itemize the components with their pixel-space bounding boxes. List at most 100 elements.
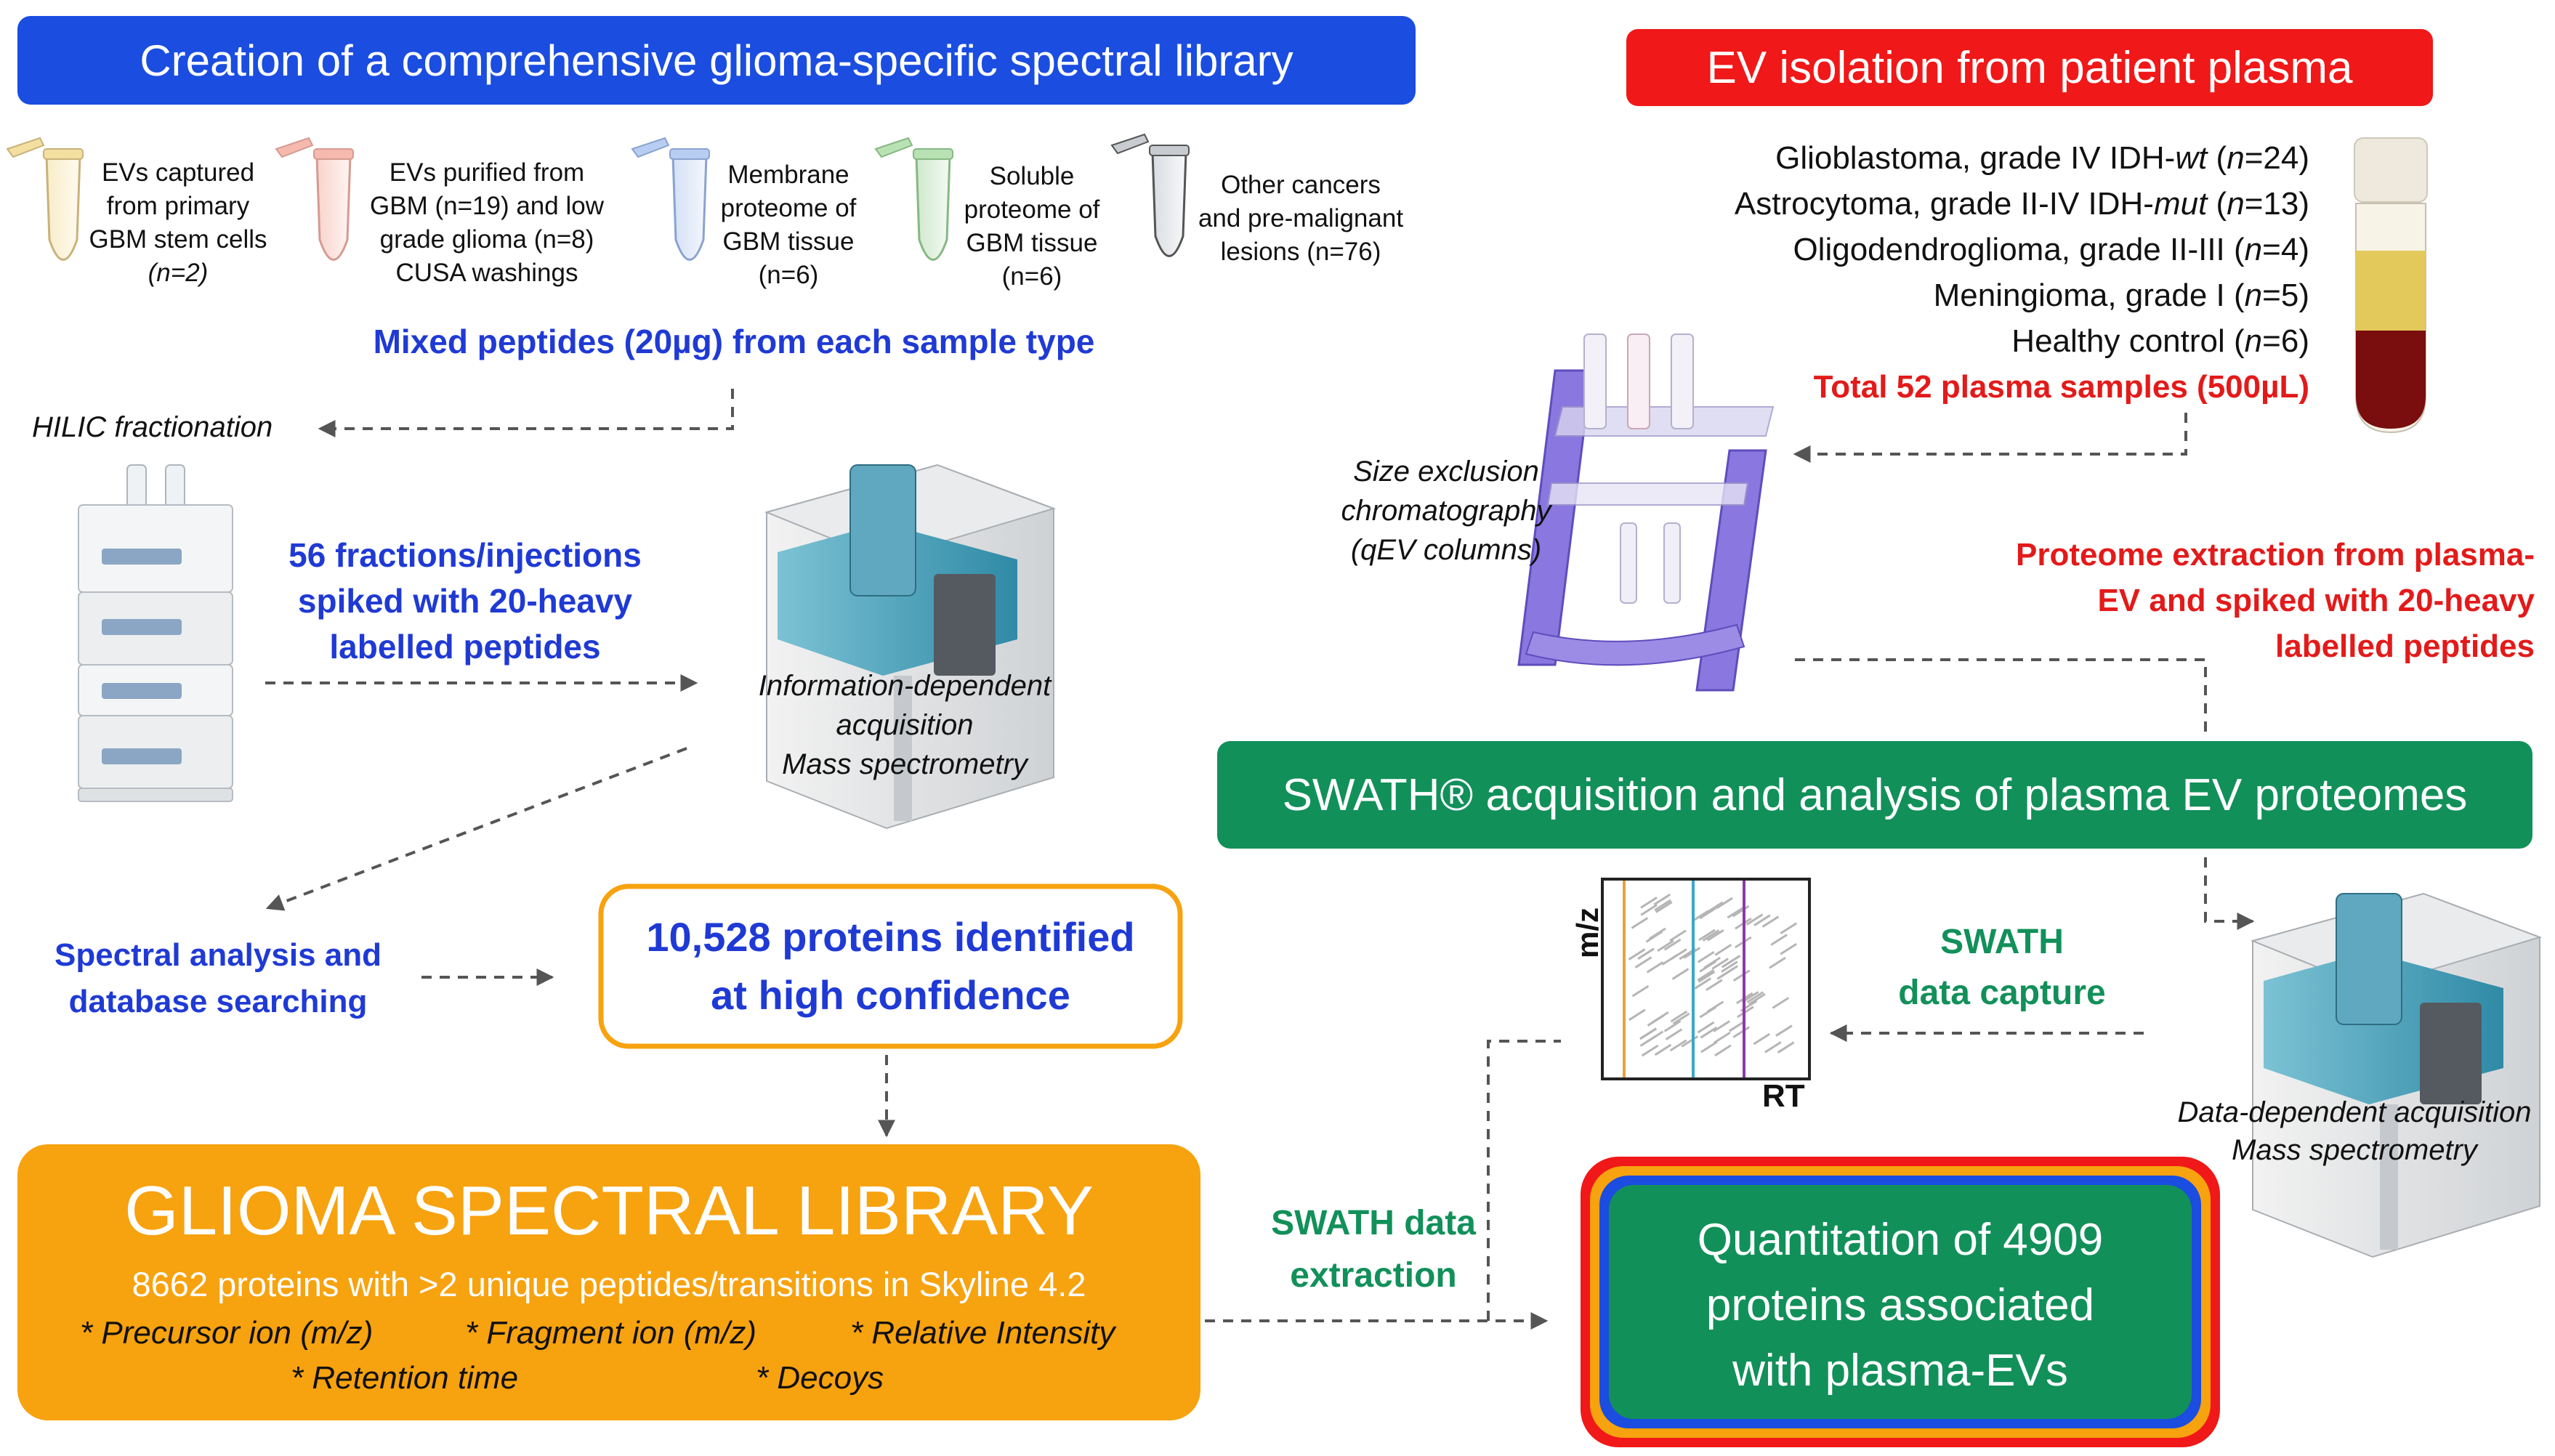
fragment-dash (1654, 899, 1671, 912)
fragment-dash (1745, 913, 1764, 926)
fragment-dash (1706, 979, 1723, 992)
swath-banner: SWATH® acquisition and analysis of plasm… (1282, 769, 2468, 820)
fragment-dash (1631, 917, 1649, 929)
fragment-dash (1697, 968, 1715, 982)
fragment-dash (1732, 969, 1751, 982)
fragment-dash (1640, 904, 1658, 916)
proteins-identified-box (598, 883, 1183, 1049)
fragment-dash (1691, 910, 1709, 923)
fragment-dash (1681, 1035, 1699, 1048)
fragment-dash (1713, 1032, 1731, 1044)
mass-spectrometer-dda-icon (2250, 892, 2543, 1258)
fragment-dash (1713, 1020, 1730, 1032)
fragment-dash (1628, 1008, 1646, 1022)
fragment-dash (1721, 960, 1738, 973)
diagnosis-healthy: Healthy control (n=6) (2011, 323, 2309, 359)
fragment-dash (1669, 1039, 1687, 1052)
fragment-dash (1637, 947, 1655, 960)
fragment-dash (1714, 1044, 1732, 1057)
library-box (17, 1144, 1200, 1420)
fragment-dash (1753, 1032, 1771, 1046)
fragment-dash (1697, 1021, 1715, 1034)
fragment-dash (1641, 1044, 1659, 1057)
fragment-dash (1672, 1012, 1690, 1025)
left-banner-bg (17, 16, 1416, 105)
fragment-dash (1703, 956, 1721, 969)
fragment-dash (1657, 939, 1674, 953)
fragment-dash (1764, 1041, 1782, 1053)
fragment-dash (1654, 1043, 1672, 1056)
swath-banner-bg (1217, 741, 2532, 849)
tube-icon-yellow (6, 137, 84, 261)
fragment-dash (1631, 984, 1650, 998)
fragment-dash (1770, 934, 1788, 946)
fragment-dash (1723, 955, 1741, 967)
fragment-dash (1761, 915, 1780, 928)
fragment-dash (1746, 991, 1764, 1003)
fragment-dash (1721, 965, 1739, 977)
fragment-dash (1772, 997, 1790, 1009)
sec-column-rack-icon (1517, 333, 1775, 692)
fragment-dash (1702, 929, 1720, 942)
diagnosis-gbm: Glioblastoma, grade IV IDH-wt (n=24) (1775, 140, 2309, 176)
fragment-dash (1780, 942, 1797, 955)
diagnosis-oligodendroglioma: Oligodendroglioma, grade II-III (n=4) (1793, 232, 2309, 267)
fragment-dash (1727, 906, 1745, 919)
plot-xlabel: RT (1762, 1078, 1805, 1114)
library-subtitle: 8662 proteins with >2 unique peptides/tr… (132, 1265, 1086, 1303)
fragment-dash (1663, 938, 1682, 951)
fragment-dash (1649, 927, 1666, 940)
mass-spectrometer-icon (764, 464, 1057, 830)
library-item-precursor: * Precursor ion (m/z) (80, 1315, 374, 1351)
total-samples: Total 52 plasma samples (500µL) (1813, 369, 2309, 405)
fragment-dash (1646, 961, 1664, 974)
fragment-dash (1706, 1000, 1724, 1013)
diagnosis-astrocytoma: Astrocytoma, grade II-IV IDH-mut (n=13) (1734, 186, 2309, 222)
fragment-dash (1628, 948, 1646, 960)
mixed-peptides-label: Mixed peptides (20µg) from each sample t… (373, 323, 1095, 360)
fragment-dash (1634, 956, 1652, 968)
library-title: GLIOMA SPECTRAL LIBRARY (124, 1172, 1094, 1250)
tube-icon-grey (1110, 133, 1190, 257)
hplc-instrument-icon (78, 464, 233, 802)
fragment-dash (1653, 893, 1671, 906)
fragment-dash (1670, 948, 1687, 960)
diagnosis-meningioma: Meningioma, grade I (n=5) (1933, 278, 2309, 313)
library-item-fragment: * Fragment ion (m/z) (465, 1315, 756, 1351)
library-item-retention: * Retention time (291, 1360, 519, 1396)
fragment-dash (1711, 958, 1729, 970)
fragment-dash (1698, 971, 1716, 983)
tube-icon-pink (275, 137, 354, 261)
fragment-dash (1777, 1041, 1795, 1053)
connectors (265, 389, 2255, 1330)
hilic-label: HILIC fractionation (32, 411, 273, 443)
fragment-dash (1714, 944, 1732, 956)
tube-icon-green (874, 137, 953, 261)
fragment-dash (1748, 992, 1766, 1006)
right-banner-bg (1626, 29, 2433, 106)
left-banner: Creation of a comprehensive glioma-speci… (140, 36, 1293, 85)
fragment-dash (1646, 1030, 1664, 1043)
fragment-dash (1669, 929, 1687, 942)
fragment-dash (1694, 977, 1712, 990)
fragment-dash (1699, 907, 1716, 920)
plot-ylabel: m/z (1570, 907, 1605, 959)
library-item-intensity: * Relative Intensity (850, 1315, 1115, 1351)
swath-plot (1601, 878, 1811, 1080)
plasma-tube-icon (2354, 137, 2428, 434)
library-item-decoys: * Decoys (756, 1360, 884, 1396)
